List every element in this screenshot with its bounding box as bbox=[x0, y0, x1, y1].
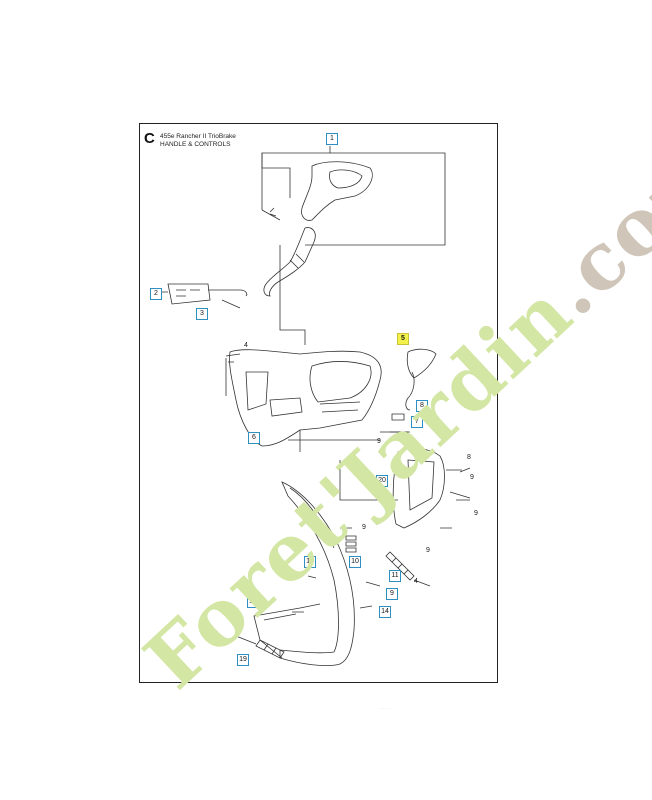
callout-9d: 9 bbox=[362, 524, 366, 531]
callout-9e: 9 bbox=[426, 547, 430, 554]
callout-4a: 4 bbox=[244, 342, 248, 349]
callout-20: 20 bbox=[376, 475, 388, 487]
leader-line-1b bbox=[305, 152, 446, 246]
front-handle-bar-drawing bbox=[279, 481, 355, 666]
callout-7: 7 bbox=[411, 416, 423, 428]
rear-handle-housing-drawing bbox=[229, 349, 382, 447]
callout-11: 11 bbox=[389, 570, 401, 582]
callout-4c: 4 bbox=[233, 616, 237, 623]
model-title: 455e Rancher II TrioBrake bbox=[160, 133, 236, 140]
section-title: HANDLE & CONTROLS bbox=[160, 141, 231, 148]
callout-15: 15 bbox=[304, 556, 316, 568]
callout-6: 6 bbox=[248, 432, 260, 444]
section-letter: C bbox=[144, 130, 155, 147]
faint-footer-text: · · · · bbox=[380, 706, 391, 712]
callout-14: 14 bbox=[379, 606, 391, 618]
callout-8b: 8 bbox=[467, 454, 471, 461]
av-spring-11-drawing bbox=[385, 551, 415, 581]
callout-8: 8 bbox=[416, 400, 428, 412]
callout-1: 1 bbox=[326, 133, 338, 145]
leader-line-1d bbox=[279, 245, 306, 345]
callout-19: 19 bbox=[237, 654, 249, 666]
diagram-frame bbox=[139, 123, 498, 683]
leader-line-1 bbox=[261, 146, 331, 210]
top-screw-drawing bbox=[261, 207, 281, 221]
callout-2: 2 bbox=[150, 288, 162, 300]
callout-10: 10 bbox=[349, 556, 361, 568]
leader-line-1c bbox=[261, 153, 291, 198]
callout-3: 3 bbox=[196, 308, 208, 320]
callout-5-highlighted: 5 bbox=[397, 333, 409, 345]
stop-switch-drawing bbox=[167, 283, 211, 305]
chain-brake-handle-drawing bbox=[392, 448, 445, 529]
callout-9a: 9 bbox=[377, 438, 381, 445]
callout-9f: 9 bbox=[386, 588, 398, 600]
callout-4b: 4 bbox=[414, 578, 418, 585]
throttle-trigger-drawing bbox=[406, 348, 437, 379]
av-spring-19-drawing bbox=[255, 639, 285, 659]
bolts-drawing bbox=[292, 467, 471, 613]
av-spring-10-drawing bbox=[345, 535, 357, 553]
callout-17: 17 bbox=[247, 596, 259, 608]
upper-handle-drawing bbox=[301, 161, 373, 221]
throttle-linkage-drawing bbox=[263, 227, 316, 297]
callout-9b: 9 bbox=[470, 474, 474, 481]
callout-9c: 9 bbox=[474, 510, 478, 517]
